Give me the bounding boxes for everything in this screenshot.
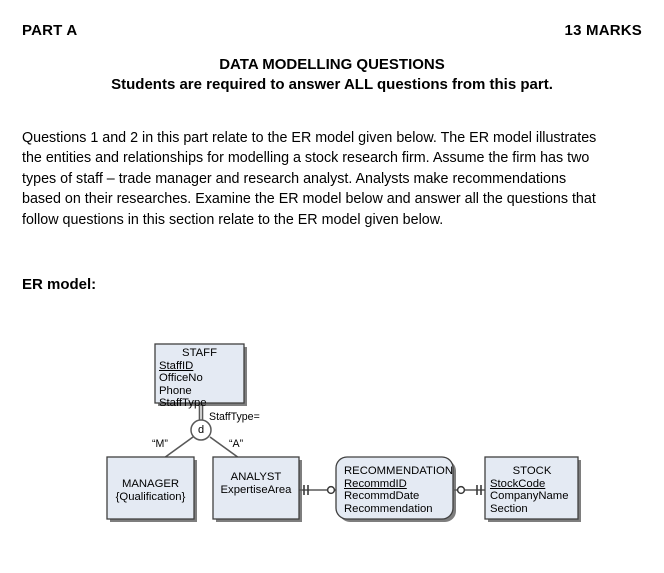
cardinality-recommendation-right — [456, 485, 466, 495]
entity-box-recommendation — [335, 456, 454, 520]
specialization-discriminator: StaffType= — [209, 411, 260, 423]
entity-box-staff — [154, 343, 245, 404]
er-model-label: ER model: — [22, 276, 97, 293]
page-subtitle: Students are required to answer ALL ques… — [111, 76, 553, 93]
entity-box-analyst — [212, 456, 300, 520]
intro-paragraph: Questions 1 and 2 in this part relate to… — [22, 130, 597, 228]
cardinality-recommendation-left — [326, 485, 336, 495]
entity-box-stock — [484, 456, 579, 520]
er-diagram-canvas — [106, 343, 581, 522]
title-block: DATA MODELLING QUESTIONS Students are re… — [0, 55, 664, 95]
er-diagram: STAFF StaffID OfficeNo Phone StaffType d… — [0, 330, 664, 573]
specialization-circle — [190, 419, 212, 441]
marks-label: 13 MARKS — [564, 22, 642, 39]
page-title: DATA MODELLING QUESTIONS — [219, 56, 445, 73]
header-row: PART A 13 MARKS — [22, 22, 642, 39]
cardinality-stock — [476, 485, 482, 495]
subclass-label-analyst: “A” — [229, 438, 244, 450]
subclass-label-manager: “M” — [152, 438, 168, 450]
cardinality-analyst — [303, 485, 309, 495]
specialization-symbol: d — [197, 424, 205, 436]
entity-box-manager — [106, 456, 195, 520]
part-label: PART A — [22, 22, 78, 39]
